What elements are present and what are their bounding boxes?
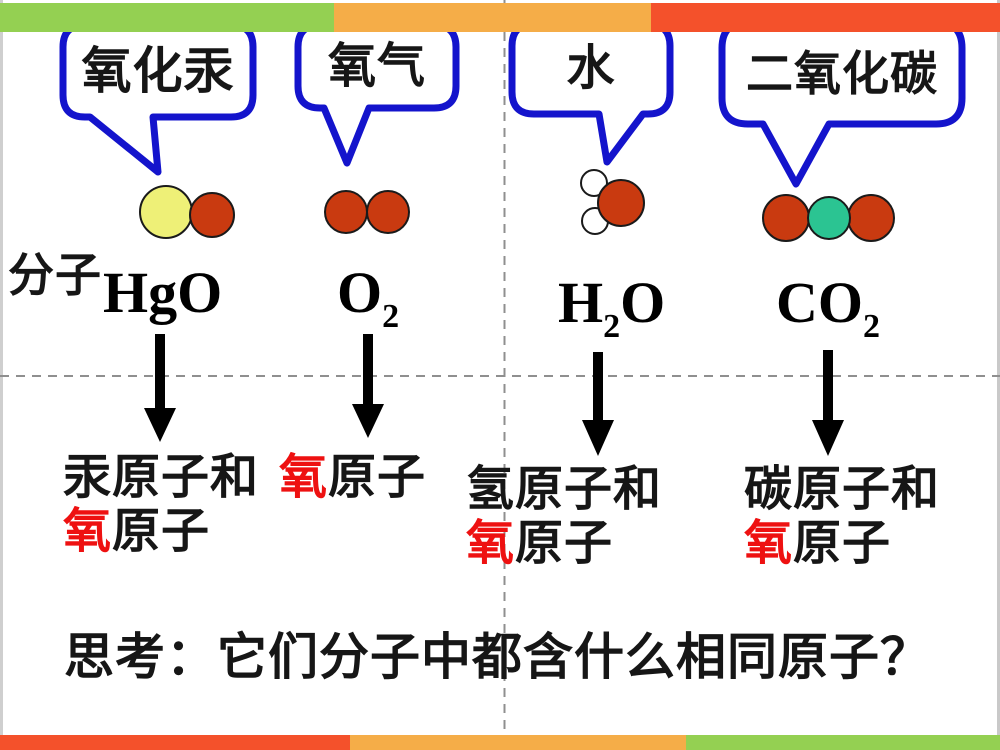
atoms-label-rest: 原子 (112, 505, 211, 558)
formula-subscript: 2 (382, 298, 400, 335)
atoms-label-h2o-line2: 氧原子 (466, 520, 613, 568)
formula-main: H (558, 270, 604, 335)
down-arrow-icon (812, 350, 844, 456)
bubble-label-oxygen: 氧气 (327, 39, 426, 93)
atoms-label-rest: 原子 (515, 517, 614, 570)
carbon-atom-circle (807, 196, 851, 240)
oxygen-atom-circle (762, 194, 810, 242)
down-arrow-icon (144, 334, 176, 442)
o2-molecule (324, 190, 410, 234)
formula-main: CO (776, 270, 863, 335)
formula-o2: O2 (337, 264, 399, 334)
hgo-molecule (139, 185, 235, 239)
down-arrow-icon (352, 334, 384, 438)
speech-bubble-water (508, 20, 674, 166)
formula-hgo: HgO (103, 264, 222, 334)
formula-h2o: H2O (558, 274, 665, 344)
atoms-label-co2-line2: 氧原子 (744, 520, 891, 568)
atoms-label-h2o-line1: 氢原子和 (466, 463, 663, 516)
oxygen-char-highlight: 氧 (744, 517, 794, 570)
bottom-bar-green-segment (686, 735, 1000, 750)
formula-main: O (337, 260, 383, 325)
formula-tail: O (620, 270, 666, 335)
oxygen-char-highlight: 氧 (466, 517, 516, 570)
atoms-label-rest: 原子 (793, 517, 892, 570)
atoms-label-hgo-line2: 氧原子 (63, 508, 210, 556)
bottom-color-bar (0, 735, 1000, 750)
formula-subscript: 2 (603, 308, 621, 345)
oxygen-atom-circle (324, 190, 368, 234)
oxygen-atom-circle (847, 194, 895, 242)
atoms-label-o2: 氧原子 (279, 454, 426, 502)
question-text: 思考：它们分子中都含什么相同原子？ (64, 629, 931, 685)
top-color-bar (0, 3, 1000, 32)
bubble-label-water: 水 (566, 42, 616, 95)
bubble-label-mercury-oxide: 氧化汞 (81, 43, 235, 99)
hydrogen-atom-circle (580, 169, 608, 197)
top-bar-red-segment (651, 3, 1000, 32)
speech-bubble-oxygen (294, 21, 460, 167)
top-bar-green-segment (0, 3, 334, 32)
oxygen-char-highlight: 氧 (63, 505, 113, 558)
oxygen-atom-circle (597, 179, 645, 227)
atoms-label-rest: 原子 (328, 451, 427, 504)
mercury-atom-circle (139, 185, 193, 239)
bottom-bar-red-segment (0, 735, 350, 750)
h2o-molecule (580, 169, 645, 235)
formula-subscript: 2 (863, 308, 880, 345)
oxygen-atom-circle (189, 192, 235, 238)
speech-bubble-mercury-oxide (59, 21, 257, 176)
oxygen-char-highlight: 氧 (279, 451, 329, 504)
atoms-label-hgo-line1: 汞原子和 (63, 451, 260, 504)
formula-co2: CO2 (776, 274, 880, 344)
oxygen-atom-circle (366, 190, 410, 234)
co2-molecule (762, 194, 895, 242)
down-arrow-icon (582, 352, 614, 456)
speech-bubble-carbon-dioxide (718, 18, 966, 188)
row-label-molecule: 分子 (8, 249, 102, 301)
bottom-bar-orange-segment (350, 735, 686, 750)
top-bar-orange-segment (334, 3, 651, 32)
formula-main: HgO (103, 260, 223, 325)
bubble-label-carbon-dioxide: 二氧化碳 (746, 46, 938, 100)
atoms-label-co2-line1: 碳原子和 (744, 463, 941, 516)
